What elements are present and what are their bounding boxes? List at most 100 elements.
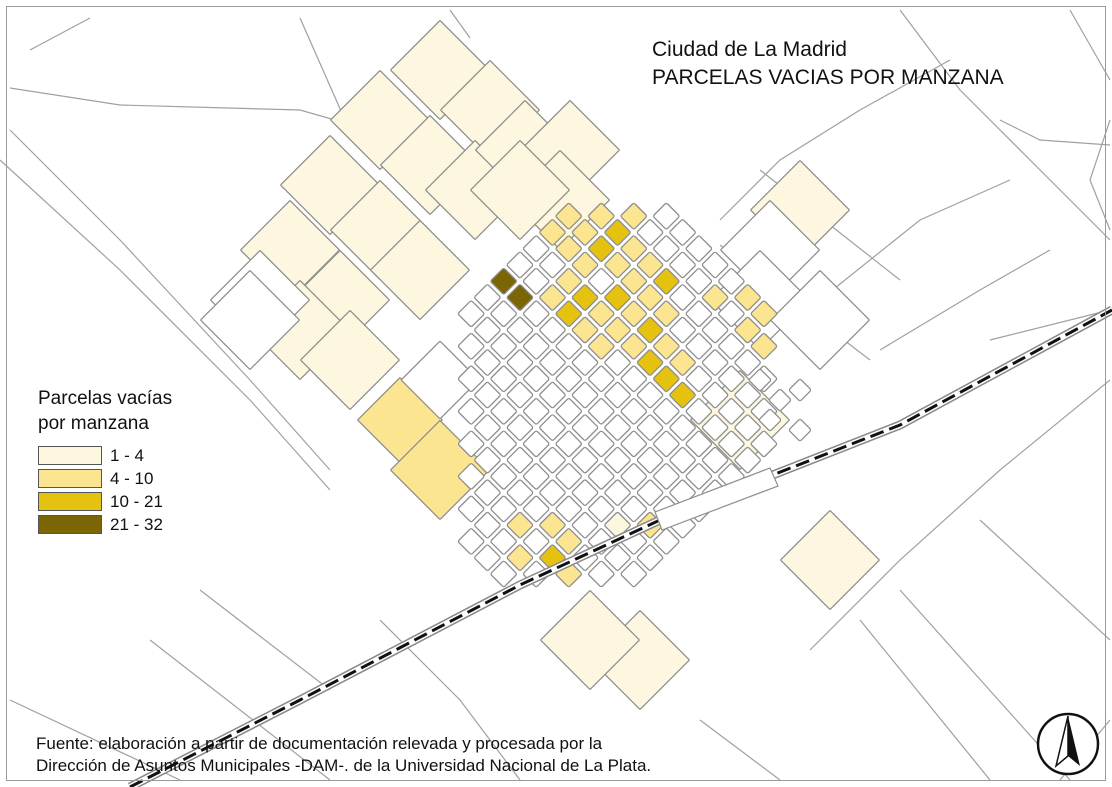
block (701, 316, 729, 344)
block (539, 381, 566, 409)
block (636, 446, 664, 474)
map-title-subject: PARCELAS VACIAS POR MANZANA (652, 66, 1004, 89)
block (788, 378, 812, 402)
block (669, 446, 696, 474)
source-line1: Fuente: elaboración a partir de document… (36, 734, 603, 753)
block (620, 560, 648, 588)
block (457, 495, 485, 523)
block (539, 511, 566, 539)
block (474, 349, 501, 376)
block (522, 463, 550, 490)
block (780, 510, 880, 610)
block (588, 560, 615, 588)
block (685, 235, 713, 262)
north-arrow-icon (1036, 712, 1100, 776)
block (604, 219, 631, 246)
block (506, 381, 534, 409)
block (506, 511, 534, 539)
block (555, 398, 582, 425)
block (571, 479, 599, 506)
block (604, 349, 631, 376)
block (571, 251, 599, 279)
source-line2: Dirección de Asuntos Municipales -DAM-. … (36, 756, 652, 775)
block (457, 398, 485, 425)
block (734, 349, 761, 376)
map-title-city: Ciudad de La Madrid (652, 38, 847, 61)
block (758, 408, 782, 432)
block (636, 316, 664, 344)
block (718, 333, 745, 360)
block (685, 300, 713, 327)
block (604, 446, 631, 474)
block (522, 495, 550, 523)
block (571, 446, 599, 474)
block (685, 365, 713, 393)
block (540, 590, 640, 690)
block (685, 333, 713, 360)
block (604, 381, 631, 409)
legend-swatch (38, 469, 102, 488)
block (604, 251, 631, 279)
block (490, 463, 517, 490)
block (669, 284, 696, 311)
block (636, 479, 664, 506)
block (669, 414, 696, 441)
block (718, 267, 745, 295)
block (474, 414, 501, 441)
block (555, 267, 582, 295)
block (636, 219, 664, 246)
block (734, 414, 761, 441)
block (620, 430, 648, 458)
block (539, 284, 566, 311)
block (718, 365, 745, 393)
block (636, 381, 664, 409)
block (588, 202, 615, 230)
town-blocks (200, 20, 880, 710)
block (734, 446, 761, 474)
block (490, 333, 517, 360)
block (685, 267, 713, 295)
rural-roads (0, 9, 1111, 781)
block (636, 251, 664, 279)
block (555, 300, 582, 327)
block (588, 398, 615, 425)
block (604, 284, 631, 311)
block (669, 219, 696, 246)
block (653, 398, 680, 425)
block (653, 267, 680, 295)
legend-label: 21 - 32 (110, 514, 163, 534)
block (636, 414, 664, 441)
block (768, 388, 792, 412)
legend-swatch (38, 446, 102, 465)
block (474, 479, 501, 506)
block (669, 316, 696, 344)
block (539, 316, 566, 344)
block (718, 398, 745, 425)
block (653, 300, 680, 327)
block (506, 414, 534, 441)
block (522, 365, 550, 393)
block (620, 495, 648, 523)
block (490, 528, 517, 555)
block (457, 333, 485, 360)
block (653, 333, 680, 360)
block (555, 463, 582, 490)
block (539, 479, 566, 506)
legend-item: 4 - 10 (38, 467, 172, 490)
block (539, 349, 566, 376)
block (604, 479, 631, 506)
block (571, 219, 599, 246)
block (571, 381, 599, 409)
block (620, 365, 648, 393)
block (701, 414, 729, 441)
block (636, 284, 664, 311)
block (588, 267, 615, 295)
legend-title-line1: Parcelas vacías (38, 388, 173, 409)
block (588, 463, 615, 490)
block (506, 479, 534, 506)
legend-item: 21 - 32 (38, 513, 172, 536)
block (620, 463, 648, 490)
block (522, 528, 550, 555)
block (588, 300, 615, 327)
block (522, 398, 550, 425)
